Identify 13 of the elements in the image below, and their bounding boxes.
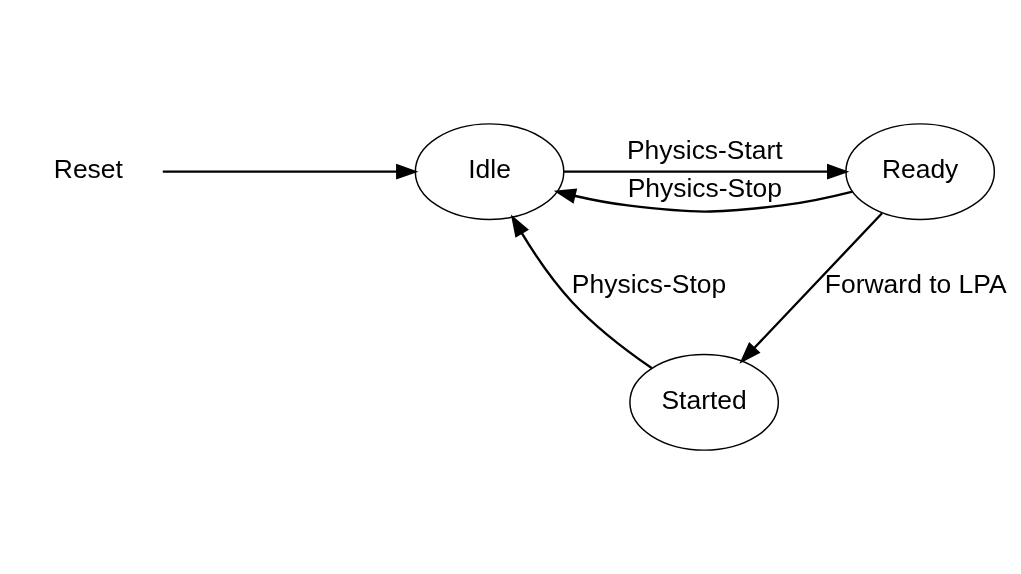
arrow: [162, 163, 419, 180]
node-ellipse: Idle: [414, 123, 565, 221]
arrow: [564, 163, 850, 180]
node-ellipse: Ready: [845, 123, 996, 221]
node-ellipse: Started: [629, 353, 780, 451]
arrow: [553, 188, 853, 213]
arrow: [510, 214, 653, 369]
edge-label: Physics-Stop: [571, 269, 727, 300]
node-text: Reset: [53, 154, 123, 185]
arrow: [739, 212, 883, 364]
edge-label: Physics-Start: [626, 135, 783, 165]
edge-label: Forward to LPA: [824, 269, 1007, 300]
edge-label: Physics-Stop: [627, 173, 782, 204]
